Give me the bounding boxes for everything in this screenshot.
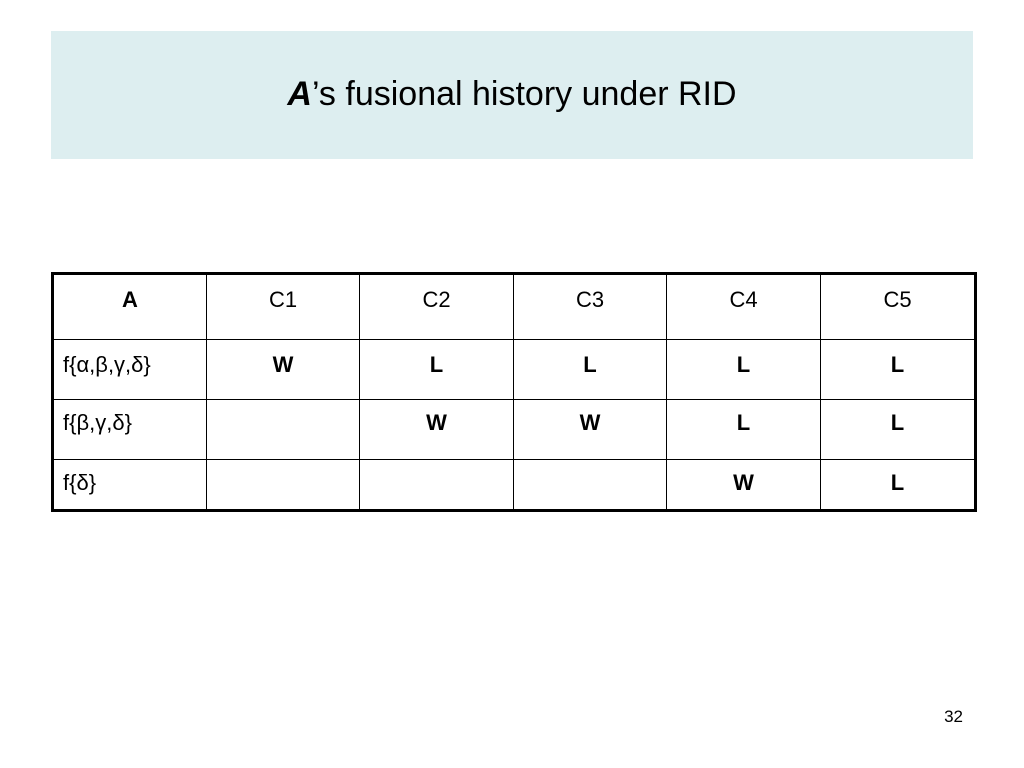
title-emphasis: A bbox=[287, 74, 312, 113]
page-number: 32 bbox=[944, 707, 963, 726]
table-row: f{β,γ,δ} W W L L bbox=[52, 399, 976, 460]
table-cell: L bbox=[359, 339, 514, 400]
table-row: f{δ} W L bbox=[52, 459, 976, 511]
slide-title: A’s fusional history under RID bbox=[287, 77, 736, 111]
table-cell: W bbox=[666, 459, 821, 511]
row-label: f{α,β,γ,δ} bbox=[52, 339, 207, 400]
table-cell: L bbox=[820, 339, 976, 400]
table-cell bbox=[206, 399, 360, 460]
table-cell bbox=[513, 459, 667, 511]
column-header: C1 bbox=[206, 273, 360, 340]
table-cell: W bbox=[513, 399, 667, 460]
corner-cell: A bbox=[52, 273, 207, 340]
table-cell: L bbox=[666, 399, 821, 460]
table-cell: L bbox=[666, 339, 821, 400]
tableau-table: A C1 C2 C3 C4 C5 f{α,β,γ,δ} W L L L L f{… bbox=[51, 272, 977, 512]
table-cell: L bbox=[820, 459, 976, 511]
table-cell: L bbox=[820, 399, 976, 460]
column-header: C5 bbox=[820, 273, 976, 340]
table-cell: W bbox=[359, 399, 514, 460]
table-cell: L bbox=[513, 339, 667, 400]
title-text: ’s fusional history under RID bbox=[311, 74, 737, 113]
table-row: f{α,β,γ,δ} W L L L L bbox=[52, 339, 976, 400]
table-cell bbox=[359, 459, 514, 511]
table-cell bbox=[206, 459, 360, 511]
row-label: f{δ} bbox=[52, 459, 207, 511]
column-header: C3 bbox=[513, 273, 667, 340]
column-header: C4 bbox=[666, 273, 821, 340]
column-header: C2 bbox=[359, 273, 514, 340]
title-band: A’s fusional history under RID bbox=[51, 31, 973, 159]
header-row: A C1 C2 C3 C4 C5 bbox=[52, 273, 976, 340]
table-cell: W bbox=[206, 339, 360, 400]
row-label: f{β,γ,δ} bbox=[52, 399, 207, 460]
